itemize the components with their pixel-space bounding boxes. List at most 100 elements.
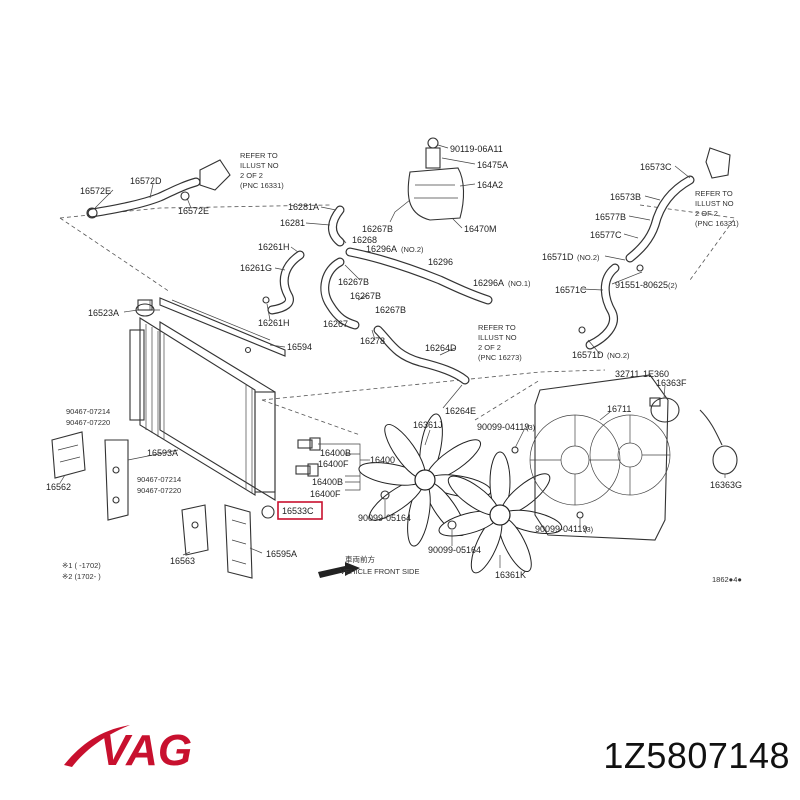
label-90467-07220-a: 90467-07220 [66, 418, 110, 427]
label-16475A: 16475A [477, 160, 508, 170]
legend: ※1 ( -1702) ※2 (1702- ) [62, 561, 101, 581]
label-16523A: 16523A [88, 308, 119, 318]
label-16572D: 16572D [130, 176, 162, 186]
fan-16361K [438, 451, 563, 574]
label-16261H-b: 16261H [258, 318, 290, 328]
fan-16361J [358, 413, 492, 547]
label-16572E-a: 16572E [80, 186, 111, 196]
label-91551-80625: 91551-80625 [615, 280, 668, 290]
vehicle-front-arrow [318, 562, 360, 578]
label-164A2: 164A2 [477, 180, 503, 190]
label-16267: 16267 [323, 319, 348, 329]
note-no2-c: (NO.2) [607, 351, 630, 360]
svg-text:※1 ( -1702): ※1 ( -1702) [62, 561, 101, 570]
reservoir-tank [389, 137, 465, 223]
note-qty3-b: (3) [584, 525, 594, 534]
label-16470M: 16470M [464, 224, 497, 234]
dashed-guide-lines [59, 204, 736, 436]
label-16533C: 16533C [282, 506, 314, 516]
svg-text:※2 (1702- ): ※2 (1702- ) [62, 572, 101, 581]
brand-logo: VAG [64, 725, 192, 775]
label-16562: 16562 [46, 482, 71, 492]
svg-text:(PNC 16331): (PNC 16331) [695, 219, 739, 228]
label-90099-04119-b: 90099-04119 [535, 524, 587, 534]
note-no2-b: (NO.2) [577, 253, 600, 262]
svg-text:2 OF 2: 2 OF 2 [695, 209, 718, 218]
label-16594: 16594 [287, 342, 312, 352]
svg-text:REFER TO: REFER TO [695, 189, 733, 198]
label-16264E: 16264E [445, 406, 476, 416]
svg-text:REFER TO: REFER TO [478, 323, 516, 332]
label-16281: 16281 [280, 218, 305, 228]
label-16577B: 16577B [595, 212, 626, 222]
hose-16571C [585, 263, 620, 350]
label-16572E-b: 16572E [178, 206, 209, 216]
svg-text:ILLUST NO: ILLUST NO [478, 333, 517, 342]
air-guide-16595A [224, 504, 253, 579]
label-16264D: 16264D [425, 343, 457, 353]
label-16363G: 16363G [710, 480, 742, 490]
bracket-16562 [51, 431, 86, 479]
label-32711: 32711 [615, 369, 639, 379]
label-16400B-b: 16400B [312, 477, 343, 487]
svg-text:車両前方: 車両前方 [345, 554, 375, 564]
svg-text:2 OF 2: 2 OF 2 [240, 171, 263, 180]
label-90467-07214-a: 90467-07214 [66, 407, 110, 416]
bracket-16563 [181, 504, 209, 556]
label-16267B-d: 16267B [375, 305, 406, 315]
label-16267B-c: 16267B [350, 291, 381, 301]
svg-text:ILLUST NO: ILLUST NO [695, 199, 734, 208]
refer-note-left: REFER TO ILLUST NO 2 OF 2 (PNC 16331) [240, 151, 284, 190]
label-16573B: 16573B [610, 192, 641, 202]
label-16361J: 16361J [413, 420, 443, 430]
bracket-16593A [104, 439, 129, 521]
label-16571C: 16571C [555, 285, 587, 295]
reservoir-hose-16281 [328, 205, 345, 247]
label-90099-04119-a: 90099-04119 [477, 422, 529, 432]
label-16595A: 16595A [266, 549, 297, 559]
label-16593A: 16593A [147, 448, 178, 458]
label-16363F: 16363F [656, 378, 687, 388]
svg-text:REFER TO: REFER TO [240, 151, 278, 160]
part-number: 1Z5807148 [603, 735, 790, 776]
label-16281A: 16281A [288, 202, 319, 212]
label-16571D-b: 16571D [572, 350, 604, 360]
brand-swoosh-icon [64, 725, 130, 767]
brand-name: VAG [100, 726, 192, 775]
fan-motor [649, 397, 680, 423]
fan-wiring [699, 409, 738, 475]
note-qty3-a: (3) [526, 423, 536, 432]
hose-16264D [373, 325, 470, 385]
refer-note-mid: REFER TO ILLUST NO 2 OF 2 (PNC 16273) [478, 323, 522, 362]
cooling-system-parts-diagram: 16572E 16572D 16572E 16523A 16261H 16261… [46, 137, 742, 584]
label-16711: 16711 [607, 404, 631, 414]
label-16400: 16400 [370, 455, 395, 465]
label-16267B-b: 16267B [338, 277, 369, 287]
label-90467-07220-b: 90467-07220 [137, 486, 181, 495]
svg-text:ILLUST NO: ILLUST NO [240, 161, 279, 170]
bypass-hose-16296 [345, 247, 493, 305]
label-16400F-b: 16400F [310, 489, 341, 499]
label-90099-05164-a: 90099-05164 [358, 513, 411, 523]
label-16563: 16563 [170, 556, 195, 566]
part-labels: 16572E 16572D 16572E 16523A 16261H 16261… [46, 144, 742, 584]
label-16361K: 16361K [495, 570, 526, 580]
svg-text:2 OF 2: 2 OF 2 [478, 343, 501, 352]
label-diagram-code: 1862●4● [712, 575, 742, 584]
svg-text:(PNC 16331): (PNC 16331) [240, 181, 284, 190]
label-16267B-a: 16267B [362, 224, 393, 234]
label-16296A-b: 16296A [473, 278, 504, 288]
radiator-cap [135, 299, 155, 317]
label-16400B-a: 16400B [320, 448, 351, 458]
note-qty2: (2) [668, 281, 678, 290]
leader-lines [59, 144, 726, 568]
note-no1: (NO.1) [508, 279, 531, 288]
svg-text:(PNC 16273): (PNC 16273) [478, 353, 522, 362]
label-16571D-a: 16571D [542, 252, 574, 262]
label-16296: 16296 [428, 257, 453, 267]
hose-16267 [320, 257, 360, 330]
vehicle-front-text: 車両前方 VEHICLE FRONT SIDE [340, 554, 419, 576]
label-16261G: 16261G [240, 263, 272, 273]
label-90119-06A11: 90119-06A11 [450, 144, 503, 154]
label-16261H-a: 16261H [258, 242, 290, 252]
